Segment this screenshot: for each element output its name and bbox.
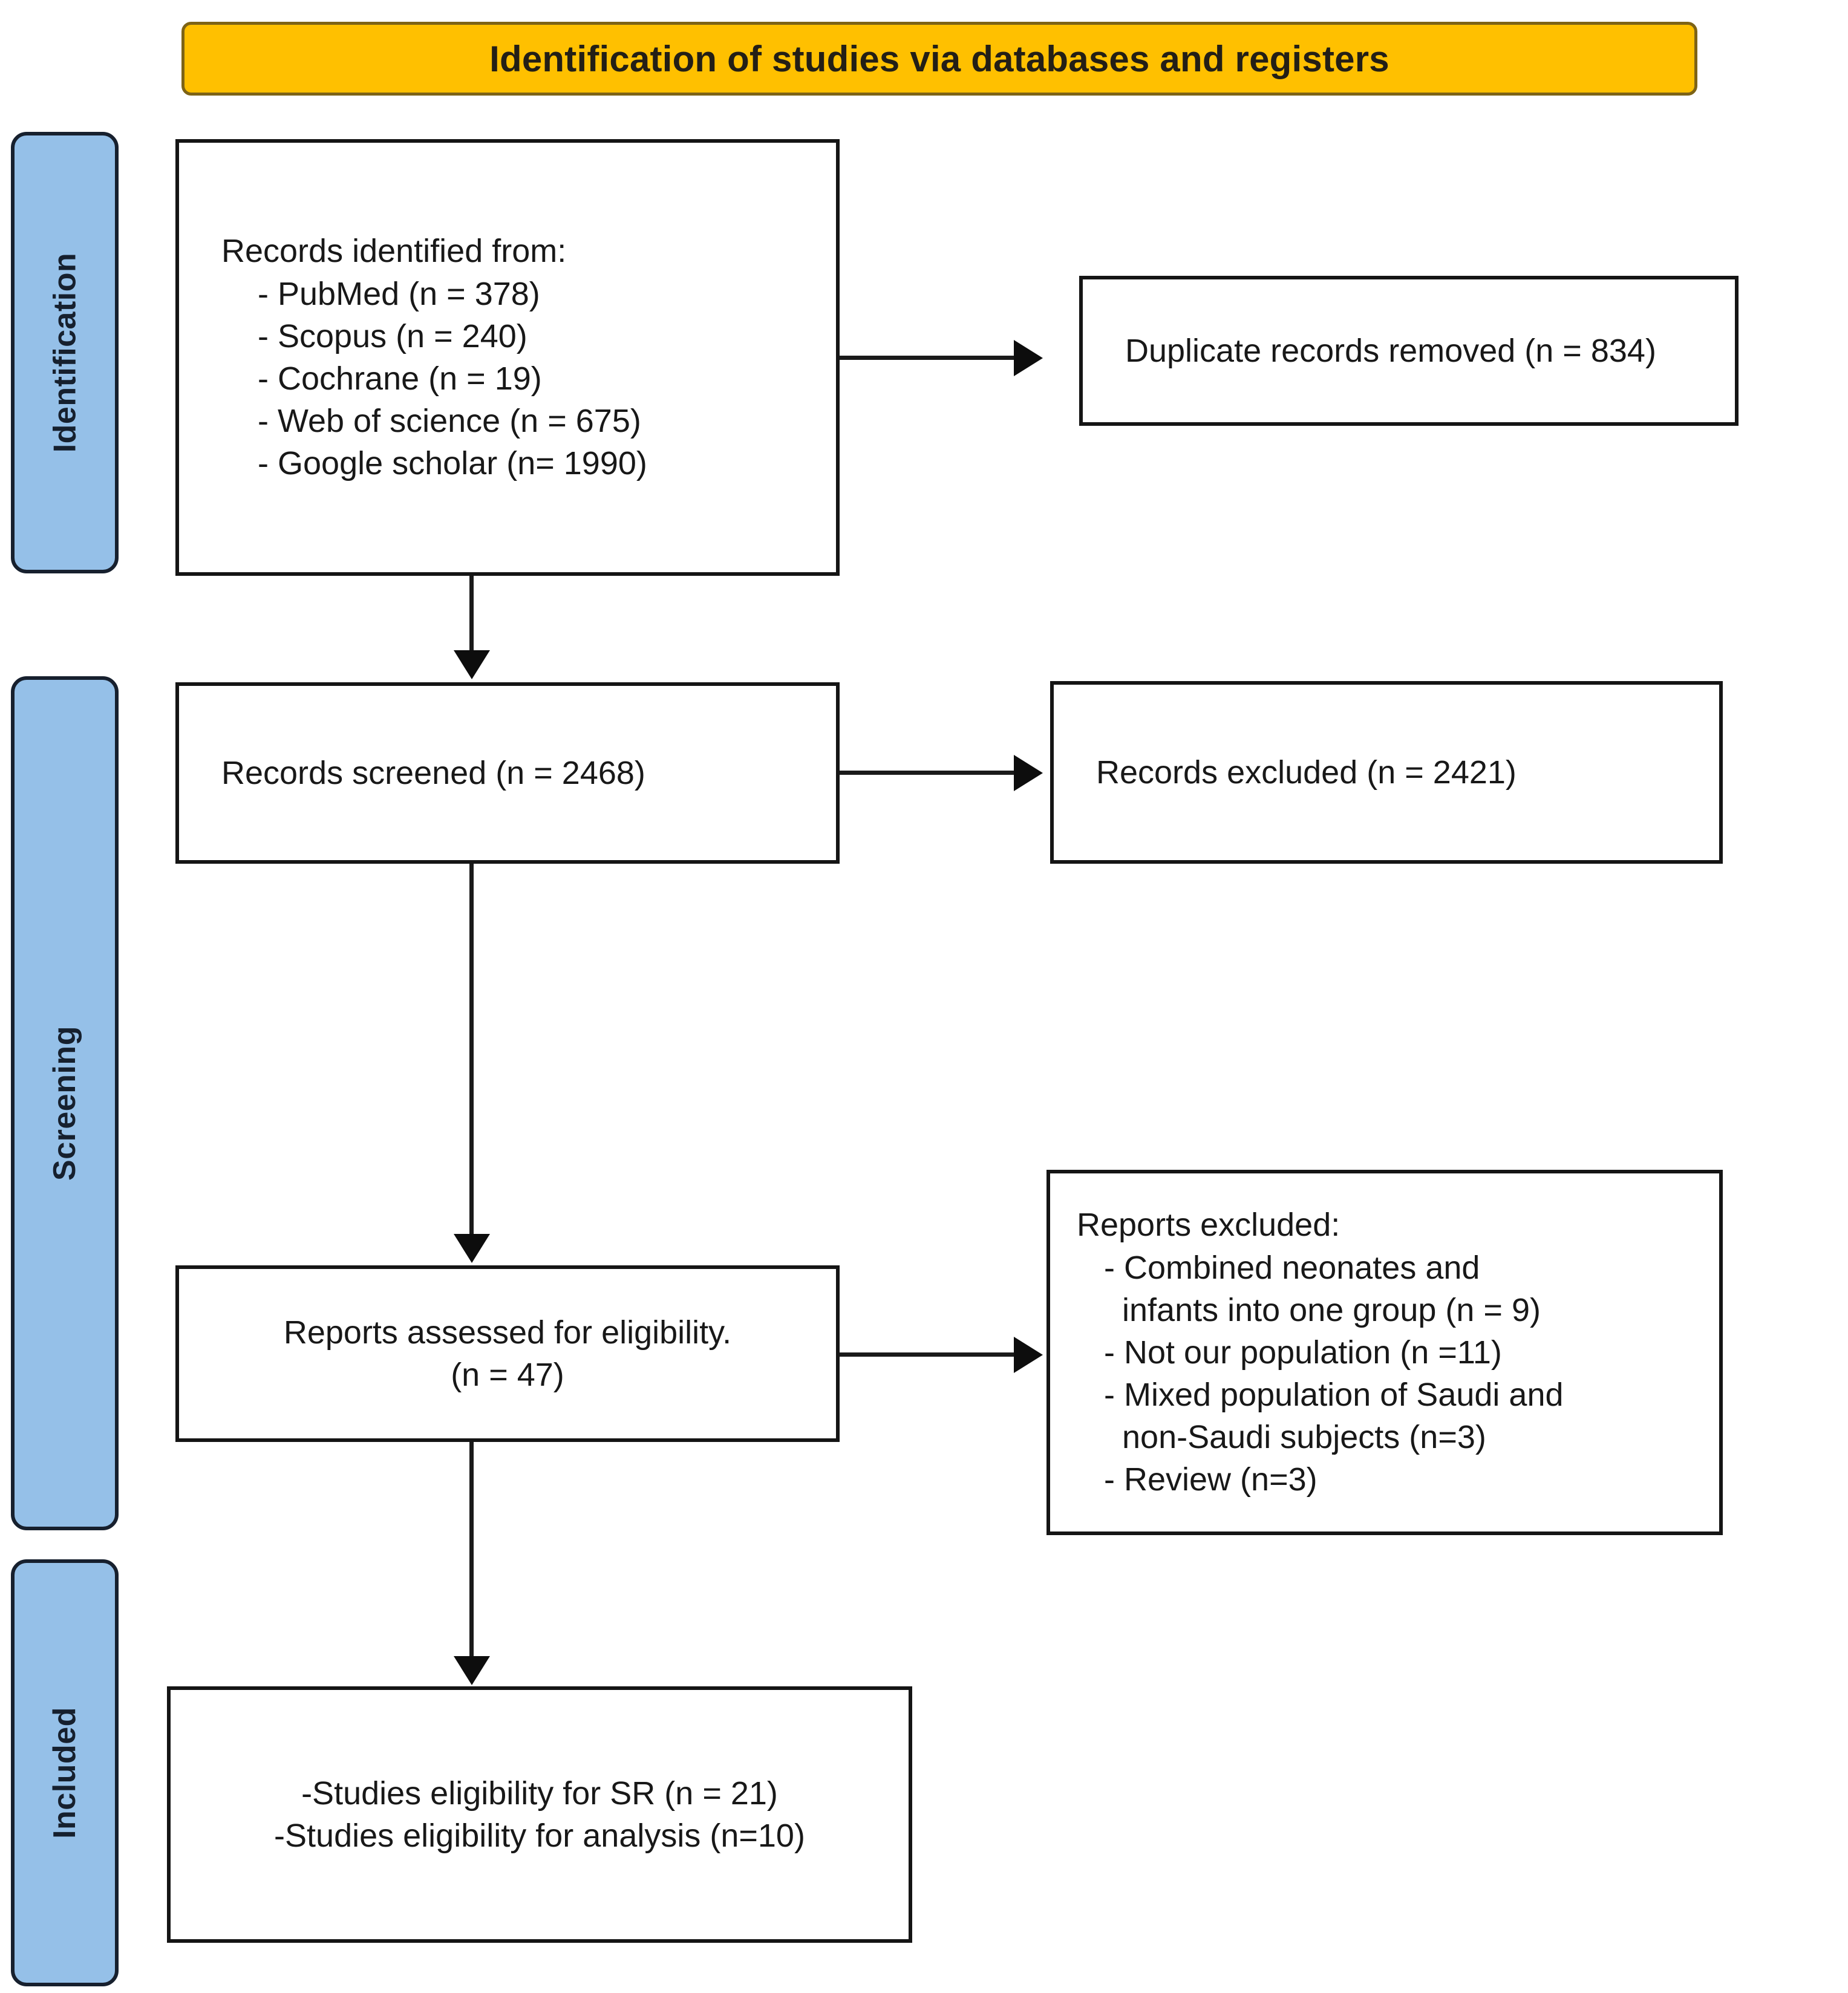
arrow-right-icon-duplicates [1014, 340, 1043, 376]
arrow-down-icon-included [454, 1656, 490, 1685]
box-records-identified: Records identified from: - PubMed (n = 3… [175, 139, 840, 576]
arrow-down-icon-screened [454, 650, 490, 679]
connector-screened-to-assessed [469, 864, 474, 1239]
stage-label-identification: Identification [47, 252, 82, 453]
duplicate-records-removed-text: Duplicate records removed (n = 834) [1125, 332, 1656, 369]
box-reports-assessed: Reports assessed for eligibility. (n = 4… [175, 1265, 840, 1442]
stage-pill-included: Included [11, 1559, 119, 1986]
arrow-down-icon-assessed [454, 1234, 490, 1263]
reports-assessed-text: Reports assessed for eligibility. (n = 4… [283, 1314, 732, 1393]
records-identified-text: Records identified from: - PubMed (n = 3… [221, 233, 647, 482]
stage-label-screening: Screening [47, 1026, 83, 1181]
connector-assessed-to-included [469, 1442, 474, 1661]
stage-label-included: Included [47, 1707, 83, 1839]
diagram-header-banner: Identification of studies via databases … [181, 22, 1697, 96]
page-title: Identification of studies via databases … [489, 38, 1389, 79]
connector-assessed-to-reports-excluded [840, 1352, 1015, 1357]
connector-screened-to-excluded [840, 771, 1015, 775]
box-records-screened: Records screened (n = 2468) [175, 682, 840, 864]
studies-included-text: -Studies eligibility for SR (n = 21) -St… [274, 1775, 805, 1854]
stage-pill-identification: Identification [11, 132, 119, 573]
reports-excluded-text: Reports excluded: - Combined neonates an… [1077, 1207, 1564, 1498]
connector-identified-to-duplicates [840, 356, 1015, 360]
stage-pill-screening: Screening [11, 676, 119, 1530]
box-duplicate-records-removed: Duplicate records removed (n = 834) [1079, 276, 1739, 426]
box-studies-included: -Studies eligibility for SR (n = 21) -St… [167, 1686, 912, 1943]
arrow-right-icon-reports-excluded [1014, 1337, 1043, 1373]
records-excluded-text: Records excluded (n = 2421) [1096, 754, 1517, 791]
box-reports-excluded: Reports excluded: - Combined neonates an… [1046, 1170, 1723, 1535]
connector-identified-to-screened [469, 576, 474, 654]
records-screened-text: Records screened (n = 2468) [221, 754, 645, 791]
box-records-excluded: Records excluded (n = 2421) [1050, 681, 1723, 864]
arrow-right-icon-excluded [1014, 755, 1043, 791]
